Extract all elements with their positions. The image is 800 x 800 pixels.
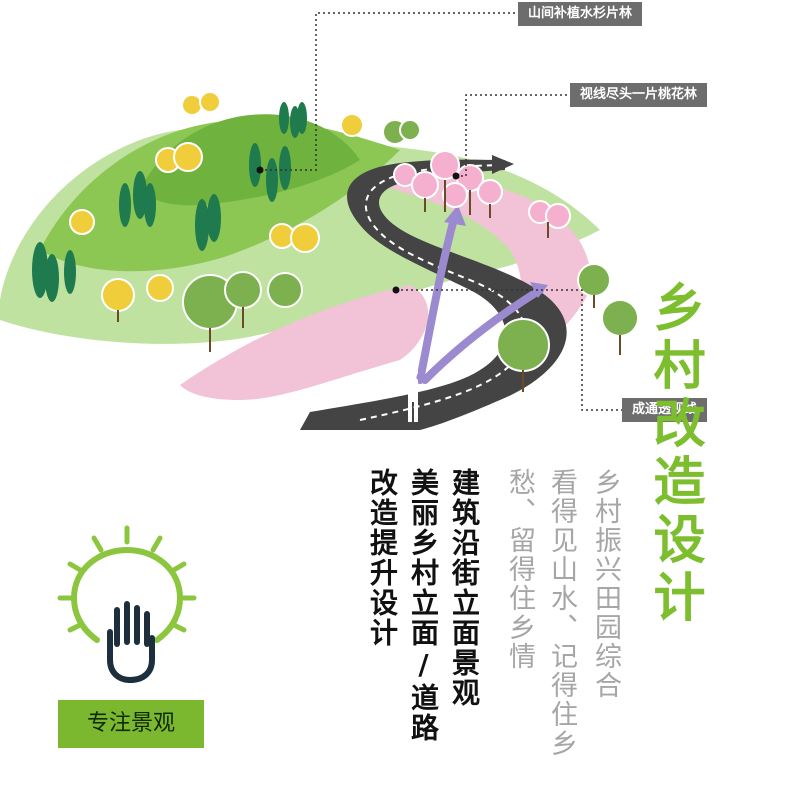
sightline-right	[421, 286, 544, 384]
tree-trunks	[117, 295, 621, 392]
lightbulb-hand-icon	[57, 525, 197, 683]
arrow-icon	[492, 155, 514, 174]
peach-trunks	[424, 180, 549, 238]
leader-dots	[256, 166, 460, 294]
road	[300, 159, 567, 431]
sightline-right-head	[530, 282, 548, 298]
leader-lines	[260, 12, 622, 411]
sightline-left	[416, 211, 459, 384]
callout-fir-forest: 山间补植水杉片林	[518, 2, 643, 26]
pink-path-left	[180, 285, 429, 400]
round-trees	[182, 119, 639, 372]
callout-peach-grove: 视线尽头一片桃花林	[570, 83, 708, 107]
heading-line-2: 美丽乡村立面/道路	[407, 468, 440, 743]
sightline-left-head	[444, 205, 466, 226]
heading-line-1: 建筑沿街立面景观	[448, 468, 481, 708]
subtitle-line-1: 乡村振兴田园综合	[590, 468, 621, 700]
person-icon	[408, 367, 418, 422]
callout-sightline: 成通透视线	[622, 398, 708, 422]
yellow-trees	[69, 91, 364, 312]
landscape-illustration	[0, 12, 639, 431]
peach-trees	[393, 150, 571, 229]
subtitle-line-2: 看得见山水、记得住乡	[546, 468, 577, 758]
heading-line-3: 改造提升设计	[366, 468, 399, 648]
road-centerline	[359, 164, 527, 421]
focus-landscape-badge: 专注景观	[58, 700, 204, 748]
subtitle-line-3: 愁、留得住乡情	[504, 468, 535, 671]
fir-trees	[32, 102, 307, 302]
page-title: 乡村改造设计	[644, 280, 704, 628]
